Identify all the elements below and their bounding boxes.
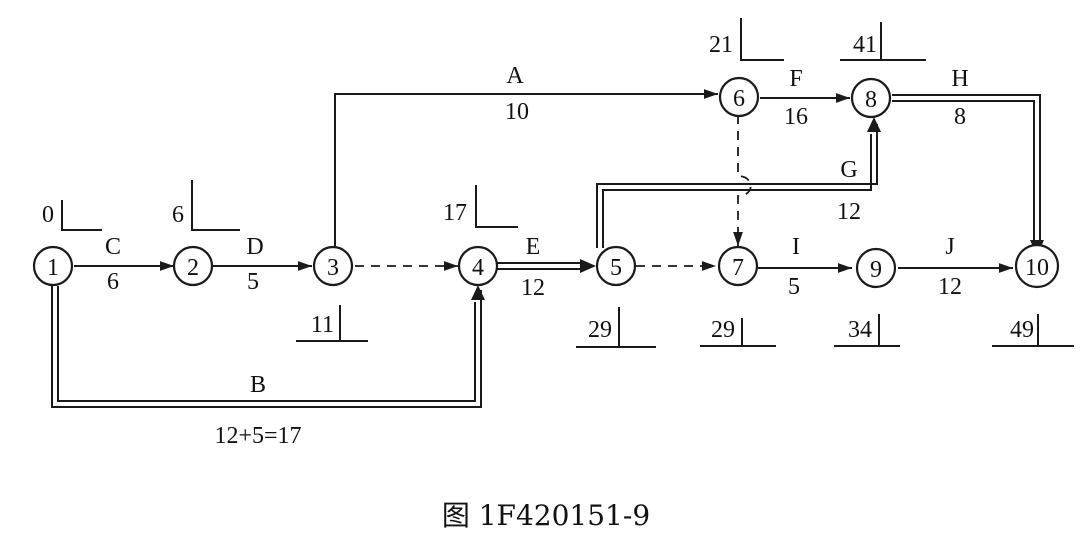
time-bracket-4 (475, 185, 518, 228)
node-2-label: 2 (187, 255, 199, 281)
node-8-circle (850, 77, 892, 119)
activity-g-label: G (840, 157, 857, 183)
activity-a-duration: 10 (505, 99, 529, 125)
activity-b-label: B (250, 372, 266, 398)
time-value-8: 41 (853, 32, 877, 58)
arrow-h-outer (892, 94, 1041, 242)
node-8: 8 (850, 77, 892, 119)
activity-f: F 16 (760, 66, 850, 130)
activity-j: J 12 (898, 234, 1013, 300)
activity-e-label: E (526, 234, 541, 260)
activity-j-duration: 12 (938, 274, 962, 300)
time-bracket-1 (61, 200, 102, 231)
node-10: 10 (1014, 243, 1060, 289)
figure-caption: 图 1F420151-9 (442, 499, 650, 532)
activity-h: H 8 (892, 66, 1044, 256)
time-value-10: 49 (1010, 317, 1034, 343)
time-value-9: 34 (848, 317, 872, 343)
activity-f-duration: 16 (784, 104, 808, 130)
node-8-label: 8 (865, 87, 877, 113)
node-2-circle (172, 245, 214, 287)
node-10-label: 10 (1025, 255, 1049, 281)
time-value-3: 11 (311, 312, 334, 338)
time-marker-10: 49 (992, 314, 1074, 347)
node-3-circle (312, 245, 354, 287)
time-marker-8: 41 (840, 22, 926, 61)
activity-c-label: C (105, 234, 121, 260)
time-marker-9: 34 (834, 314, 900, 347)
node-4: 4 (457, 245, 499, 287)
time-value-6: 21 (709, 32, 733, 58)
node-9: 9 (855, 247, 897, 289)
node-7-circle (717, 245, 759, 287)
node-7-label: 7 (732, 255, 744, 281)
node-10-circle (1014, 243, 1060, 289)
node-1-label: 1 (47, 255, 59, 281)
activity-a-label: A (506, 63, 524, 89)
node-6-circle (718, 76, 760, 118)
activity-e-duration: 12 (521, 275, 545, 301)
time-marker-6: 21 (709, 18, 784, 61)
time-value-2: 6 (172, 202, 184, 228)
node-9-circle (855, 247, 897, 289)
activity-d-label: D (246, 234, 263, 260)
arrow-g-inner (602, 134, 872, 248)
arrow-g-outer (596, 124, 878, 248)
activity-b: B 12+5=17 (51, 285, 485, 449)
activity-j-label: J (945, 234, 954, 260)
arrow-h-inner (892, 100, 1035, 242)
node-3-label: 3 (327, 255, 339, 281)
node-1: 1 (32, 245, 74, 287)
arrow-g-head (867, 117, 881, 132)
time-marker-1: 0 (42, 200, 102, 231)
node-4-circle (457, 245, 499, 287)
arrow-a (334, 89, 718, 246)
activity-f-label: F (789, 66, 802, 92)
time-marker-7: 29 (700, 317, 776, 347)
activity-d: D 5 (212, 234, 312, 295)
activity-h-label: H (951, 66, 968, 92)
time-value-1: 0 (42, 202, 54, 228)
node-3: 3 (312, 245, 354, 287)
activity-i: I 5 (758, 234, 852, 300)
activity-c-duration: 6 (107, 269, 119, 295)
time-bracket-2 (191, 180, 240, 231)
arrow-b-outer (51, 286, 482, 408)
node-7: 7 (717, 245, 759, 287)
activity-g-duration: 12 (837, 199, 861, 225)
time-marker-2: 6 (172, 180, 240, 231)
node-5-label: 5 (610, 255, 622, 281)
time-value-5: 29 (588, 317, 612, 343)
arrow-b-inner (57, 286, 476, 402)
activity-a: A 10 (334, 63, 718, 246)
activity-i-label: I (792, 234, 800, 260)
node-4-label: 4 (472, 255, 484, 281)
time-marker-4: 17 (443, 185, 518, 228)
activity-b-duration: 12+5=17 (214, 423, 301, 449)
node-2: 2 (172, 245, 214, 287)
time-value-7: 29 (711, 317, 735, 343)
node-9-label: 9 (870, 257, 882, 283)
activity-i-duration: 5 (788, 274, 800, 300)
activity-e: E 12 (497, 234, 596, 301)
node-1-circle (32, 245, 74, 287)
arrow-e-head (580, 259, 596, 273)
activity-c: C 6 (74, 234, 174, 295)
time-value-4: 17 (443, 200, 467, 226)
activity-d-duration: 5 (247, 269, 259, 295)
activity-g: G 12 (596, 117, 881, 248)
time-marker-3: 11 (296, 305, 368, 342)
activity-h-duration: 8 (954, 104, 966, 130)
time-bracket-6 (740, 18, 784, 61)
node-6: 6 (718, 76, 760, 118)
dummy-arrow-6-7 (733, 115, 752, 246)
node-6-label: 6 (733, 86, 745, 112)
arrow-b-head (471, 285, 485, 300)
node-5-circle (595, 245, 637, 287)
node-5: 5 (595, 245, 637, 287)
time-marker-5: 29 (576, 307, 656, 348)
